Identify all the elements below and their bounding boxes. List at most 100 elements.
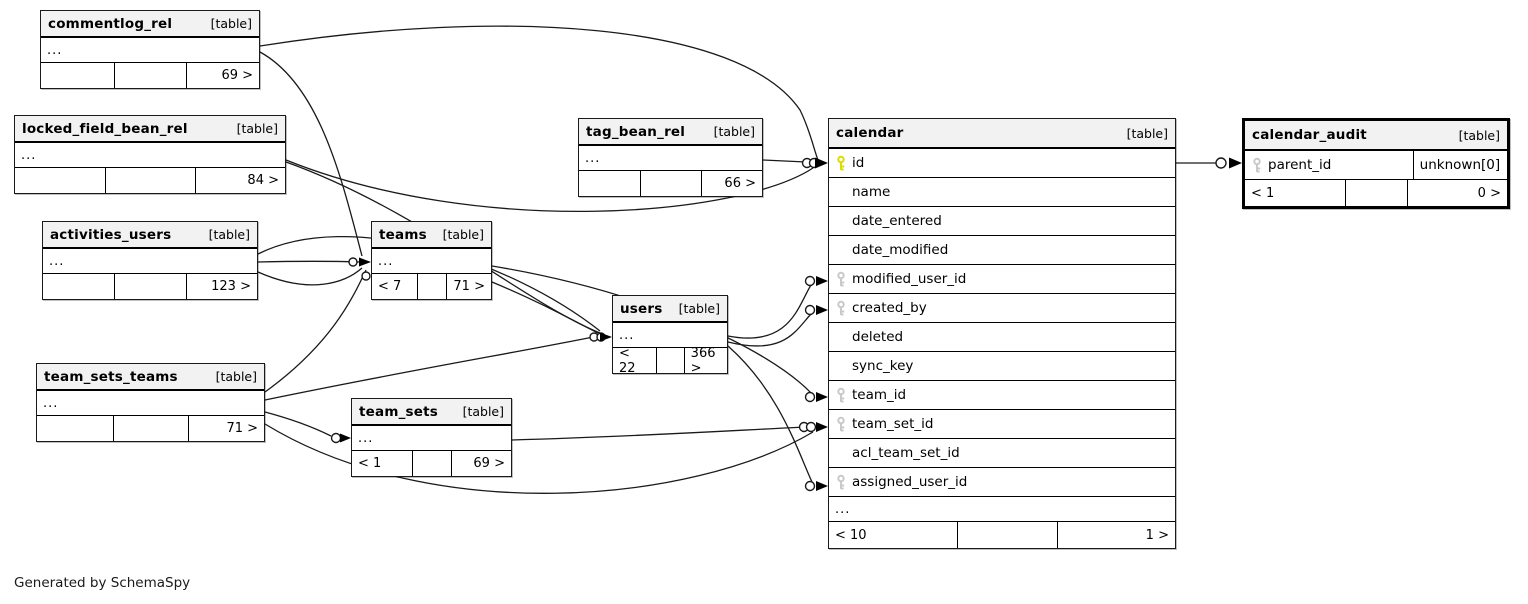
column-name: acl_team_set_id <box>852 445 960 461</box>
columns-ellipsis: ... <box>829 497 1175 522</box>
column-row[interactable]: team_set_id <box>829 410 1175 439</box>
table-type-label: [table] <box>442 227 484 242</box>
table-footer: 71 > <box>37 416 264 441</box>
table-activities_users[interactable]: activities_users [table] ... 123 > <box>42 221 258 300</box>
cardinality-circle <box>805 421 817 433</box>
table-team_sets[interactable]: team_sets [table] ... < 1 69 > <box>351 398 512 477</box>
table-type-label: [table] <box>215 369 257 384</box>
column-name: assigned_user_id <box>852 474 968 490</box>
column-row[interactable]: modified_user_id <box>829 265 1175 294</box>
table-type-label: [table] <box>1458 127 1500 143</box>
table-type-label: [table] <box>236 121 278 136</box>
cardinality-circle <box>804 391 816 403</box>
footer-cell <box>41 63 114 88</box>
table-commentlog_rel[interactable]: commentlog_rel [table] ... 69 > <box>40 10 260 89</box>
table-header[interactable]: users [table] <box>613 296 727 323</box>
column-row[interactable]: team_id <box>829 381 1175 410</box>
table-locked_field_bean_rel[interactable]: locked_field_bean_rel [table] ... 84 > <box>14 115 286 194</box>
column-row[interactable]: parent_id unknown[0] <box>1245 151 1507 180</box>
table-footer: 66 > <box>579 171 762 196</box>
relationship-line <box>257 267 363 286</box>
table-header[interactable]: commentlog_rel [table] <box>41 11 259 38</box>
columns-ellipsis: ... <box>352 426 511 451</box>
table-name: teams <box>379 226 427 243</box>
table-header[interactable]: team_sets [table] <box>352 399 511 426</box>
arrowhead <box>816 392 828 402</box>
relationship-line <box>257 260 361 263</box>
table-footer: < 7 71 > <box>372 274 491 299</box>
table-users[interactable]: users [table] ... < 22 366 > <box>612 295 728 376</box>
table-footer: < 22 366 > <box>613 346 727 376</box>
relationship-line <box>259 51 363 257</box>
column-row[interactable]: assigned_user_id <box>829 468 1175 497</box>
table-name: team_sets_teams <box>44 368 178 385</box>
primary-key-icon <box>837 155 845 170</box>
footer-cell <box>114 274 185 299</box>
relationship-line <box>511 426 807 441</box>
table-name: users <box>620 300 663 317</box>
table-header[interactable]: teams [table] <box>372 222 491 249</box>
cardinality-circle <box>348 257 358 267</box>
relationship-line <box>264 269 367 393</box>
column-row[interactable]: deleted <box>829 323 1175 352</box>
relationship-line <box>727 284 812 339</box>
footer-cell-parents-count: < 1 <box>1251 185 1275 201</box>
table-header[interactable]: locked_field_bean_rel [table] <box>15 116 285 143</box>
table-type-label: [table] <box>462 404 504 419</box>
table-header[interactable]: activities_users [table] <box>43 222 257 249</box>
footer-cell-parents-count: < 10 <box>835 527 867 543</box>
foreign-key-icon <box>837 474 845 489</box>
foreign-key-icon <box>1253 157 1261 172</box>
table-footer: 123 > <box>43 274 257 299</box>
footer-cell <box>656 348 683 373</box>
footer-cell <box>113 63 187 88</box>
table-teams[interactable]: teams [table] ... < 7 71 > <box>371 221 492 300</box>
table-tag_bean_rel[interactable]: tag_bean_rel [table] ... 66 > <box>578 118 763 197</box>
footer-cell-parents-count: < 7 <box>378 279 402 294</box>
table-header[interactable]: team_sets_teams [table] <box>37 364 264 391</box>
columns-ellipsis: ... <box>372 249 491 274</box>
footer-cell-children-count: 66 > <box>701 171 762 196</box>
footer-cell <box>957 522 1057 548</box>
table-header[interactable]: calendar [table] <box>829 119 1175 149</box>
footer-cell <box>1344 180 1408 206</box>
column-name: team_set_id <box>852 416 934 432</box>
footer-cell-children-count: 366 > <box>683 346 727 376</box>
table-name: calendar_audit <box>1252 127 1367 143</box>
column-row[interactable]: id <box>829 149 1175 178</box>
relationship-line <box>264 411 332 437</box>
table-name: commentlog_rel <box>48 15 173 32</box>
arrowhead <box>600 332 612 342</box>
table-team_sets_teams[interactable]: team_sets_teams [table] ... 71 > <box>36 363 265 442</box>
footer-cell <box>105 168 195 193</box>
cardinality-circle <box>1215 157 1227 169</box>
column-name: name <box>852 184 891 200</box>
footer-cell-children-count: 84 > <box>195 168 285 193</box>
table-calendar_audit[interactable]: calendar_audit [table] parent_id unknown… <box>1242 118 1510 209</box>
columns-ellipsis: ... <box>613 323 727 348</box>
column-row[interactable]: sync_key <box>829 352 1175 381</box>
table-calendar[interactable]: calendar [table] id name date_entered da… <box>828 118 1176 549</box>
table-footer: < 1 69 > <box>352 451 511 476</box>
relationship-line <box>264 423 814 494</box>
column-row[interactable]: date_modified <box>829 236 1175 265</box>
footer-cell-parents-count: < 1 <box>358 456 382 471</box>
column-row[interactable]: acl_team_set_id <box>829 439 1175 468</box>
table-header[interactable]: tag_bean_rel [table] <box>579 119 762 146</box>
column-row[interactable]: date_entered <box>829 207 1175 236</box>
column-name: created_by <box>852 300 927 316</box>
footer-cell <box>412 451 450 476</box>
table-name: team_sets <box>359 403 439 420</box>
footer-cell-children-count: 69 > <box>186 63 259 88</box>
table-name: tag_bean_rel <box>586 123 686 140</box>
column-name: sync_key <box>852 358 914 374</box>
foreign-key-icon <box>837 416 845 431</box>
cardinality-circle <box>361 271 371 281</box>
column-row[interactable]: name <box>829 178 1175 207</box>
column-row[interactable]: created_by <box>829 294 1175 323</box>
columns-ellipsis: ... <box>579 146 762 171</box>
table-header[interactable]: calendar_audit [table] <box>1245 121 1507 151</box>
table-type-label: [table] <box>208 227 250 242</box>
columns-ellipsis: ... <box>43 249 257 274</box>
footer-cell-children-count: 1 > <box>1057 522 1175 548</box>
